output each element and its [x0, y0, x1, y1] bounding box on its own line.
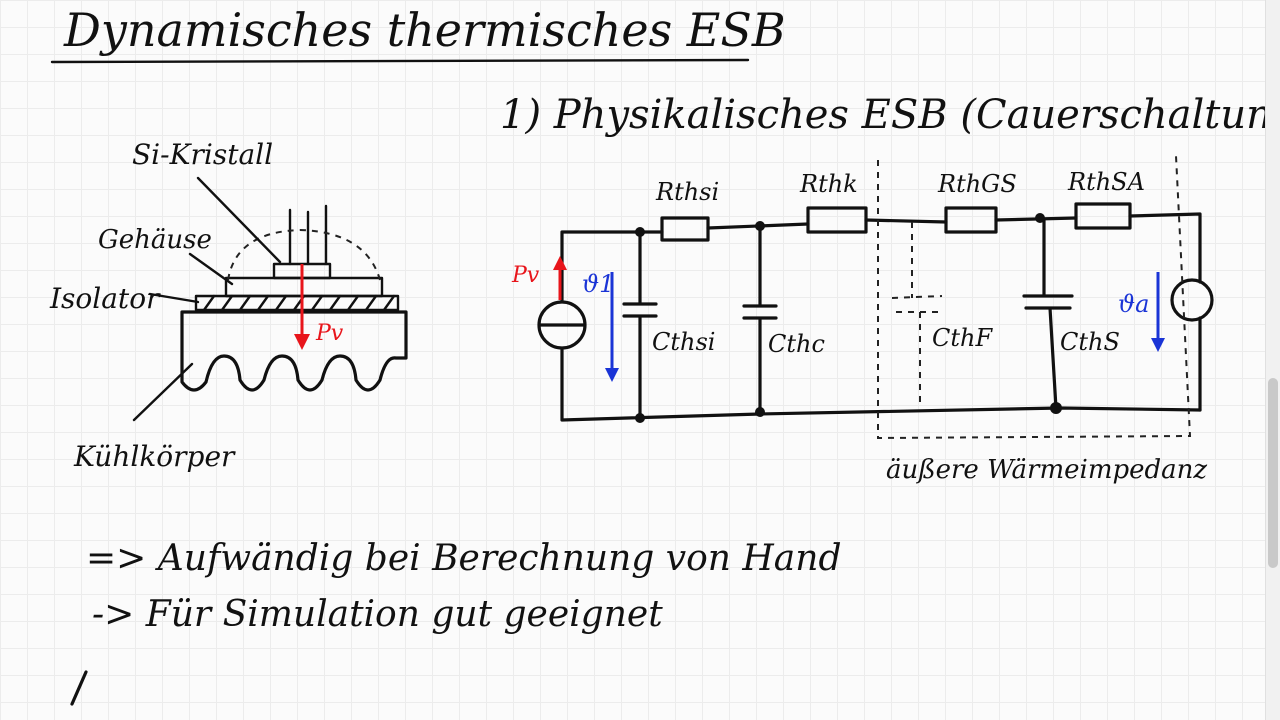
resistor-rth-gs — [944, 206, 998, 234]
note-line: -> Für Simulation gut geeignet — [92, 594, 663, 635]
temp-arrow-right-head — [1151, 338, 1165, 352]
node — [1035, 213, 1045, 223]
heatsink-body — [180, 310, 408, 392]
insulator-leader — [148, 292, 200, 304]
vertical-scrollbar[interactable] — [1265, 0, 1280, 720]
sketch-power-label: Pv — [315, 321, 344, 346]
resistor-rth-si — [660, 216, 710, 242]
package-pins — [288, 204, 328, 266]
housing-dome — [227, 228, 381, 281]
resistor-label: RthSA — [1067, 168, 1145, 196]
node — [755, 407, 765, 417]
node — [635, 413, 645, 423]
resistor-label: RthGS — [937, 170, 1017, 198]
heatsink-leader — [132, 362, 194, 422]
page-title: Dynamisches thermisches ESB — [63, 3, 786, 57]
capacitor-label: CthS — [1060, 328, 1120, 356]
resistor-rth-sa — [1074, 202, 1132, 230]
scrollbar-thumb[interactable] — [1268, 378, 1278, 568]
heatsink-sketch: Pv — [132, 176, 408, 422]
temp-right-label: ϑa — [1118, 290, 1149, 318]
outer-impedance-box — [877, 155, 1192, 440]
crystal-leader — [196, 176, 282, 264]
wire-top-left — [560, 230, 664, 302]
capacitor-cth-s — [1022, 218, 1074, 410]
capacitor-cth-c — [742, 224, 778, 414]
resistor-label: Rthsi — [655, 178, 719, 206]
housing-leader — [188, 252, 234, 286]
housing-label: Gehäuse — [98, 225, 212, 255]
capacitor-cth-f — [891, 222, 943, 408]
capacitor-label: Cthsi — [652, 328, 715, 356]
source-arrow-head — [553, 256, 567, 270]
heatsink-label: Kühlkörper — [73, 440, 236, 473]
capacitor-label: Cthc — [768, 330, 825, 358]
power-arrow-head — [294, 334, 310, 350]
temperature-source-icon — [1170, 278, 1214, 322]
wire-top-3 — [864, 218, 948, 224]
outer-impedance-label: äußere Wärmeimpedanz — [886, 455, 1207, 485]
node — [1050, 402, 1062, 414]
capacitor-label: CthF — [932, 324, 993, 352]
base-plate — [224, 276, 384, 298]
resistor-rth-k — [806, 206, 868, 234]
wire-top-right — [1128, 212, 1202, 284]
insulator-label: Isolator — [49, 282, 161, 315]
note-line: => Aufwändig bei Berechnung von Hand — [86, 538, 842, 579]
source-power-label: Pv — [511, 263, 540, 288]
temp-left-label: ϑ1 — [582, 270, 614, 298]
resistor-label: Rthk — [799, 170, 858, 198]
insulator-hatching — [202, 294, 396, 312]
section-heading: 1) Physikalisches ESB (Cauerschaltung) — [500, 92, 1266, 138]
cauer-circuit — [537, 155, 1214, 440]
capacitor-cth-si — [622, 230, 658, 420]
title-underline — [50, 58, 750, 64]
node — [635, 227, 645, 237]
crystal-label: Si-Kristall — [132, 138, 273, 171]
wire-bottom — [560, 348, 1202, 422]
temp-arrow-left-head — [605, 368, 619, 382]
node — [755, 221, 765, 231]
pen-mark — [70, 670, 88, 706]
